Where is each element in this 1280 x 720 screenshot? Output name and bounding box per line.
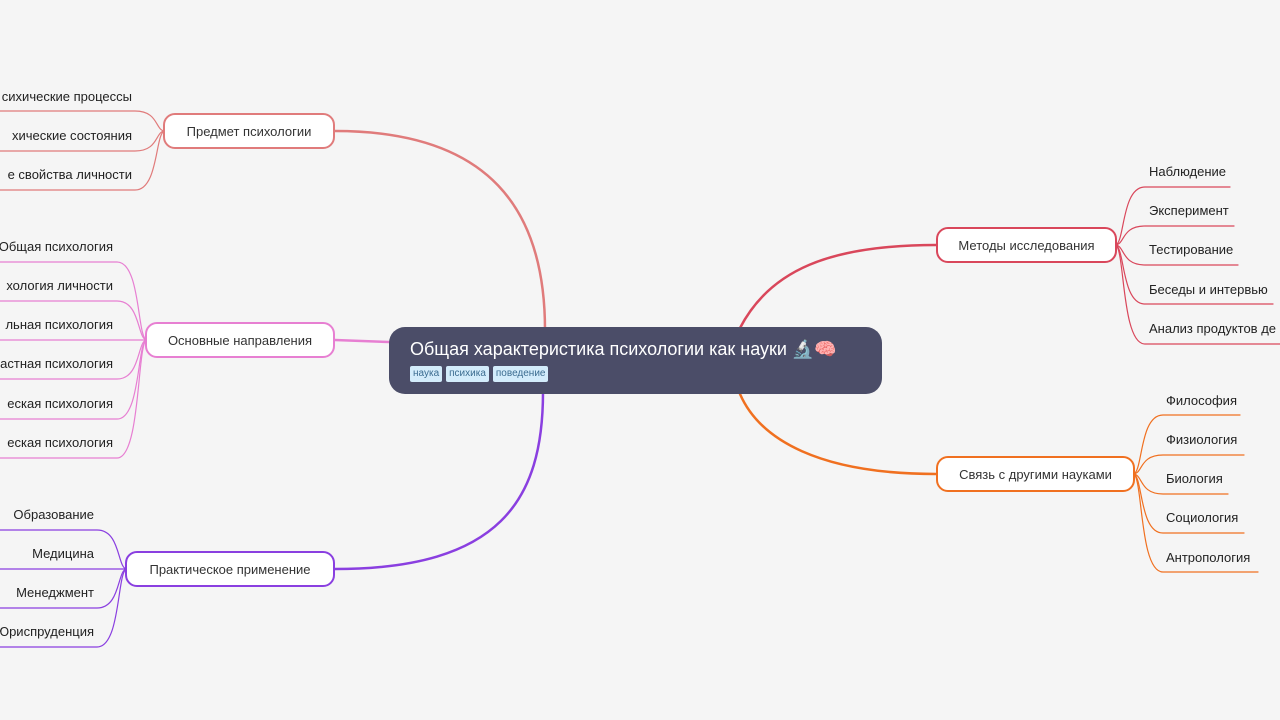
tag-psyche[interactable]: психика [446, 366, 489, 382]
branch-practice[interactable]: Практическое применение [125, 551, 335, 587]
branch-relations[interactable]: Связь с другими науками [936, 456, 1135, 492]
connector-relations-leaf-1 [1132, 414, 1241, 475]
leaf-relations-1[interactable]: Философия [1166, 393, 1237, 408]
leaf-methods-5[interactable]: Анализ продуктов де [1149, 321, 1277, 336]
leaf-directions-6[interactable]: еская психология [7, 435, 113, 450]
connector-directions-leaf-4 [0, 339, 148, 380]
connector-practice-leaf-4 [0, 568, 128, 648]
connector-practice-leaf-3 [0, 568, 128, 609]
branch-methods[interactable]: Методы исследования [936, 227, 1117, 263]
leaf-relations-4[interactable]: Социология [1166, 510, 1239, 525]
leaf-methods-4[interactable]: Беседы и интервью [1149, 282, 1268, 297]
tag-behavior[interactable]: поведение [492, 366, 549, 382]
leaf-directions-2[interactable]: хология личности [6, 278, 113, 293]
leaf-subject-3[interactable]: е свойства личности [7, 167, 132, 182]
connector-methods-leaf-5 [1114, 244, 1280, 345]
connector-methods-leaf-2 [1114, 225, 1235, 246]
leaf-practice-2[interactable]: Медицина [32, 546, 94, 561]
connector-root-directions [333, 338, 391, 344]
connector-root-subject [333, 129, 547, 332]
connector-subject-leaf-1 [0, 110, 166, 132]
leaf-directions-5[interactable]: еская психология [7, 396, 113, 411]
leaf-relations-3[interactable]: Биология [1166, 471, 1223, 486]
connector-methods-leaf-1 [1114, 186, 1231, 246]
leaf-practice-4[interactable]: Юриспруденция [0, 624, 94, 639]
leaf-relations-5[interactable]: Антропология [1166, 550, 1251, 565]
tag-science[interactable]: наука [410, 366, 443, 382]
connector-relations-leaf-3 [1132, 473, 1229, 495]
connector-root-relations [738, 392, 938, 476]
branch-directions[interactable]: Основные направления [145, 322, 335, 358]
leaf-practice-1[interactable]: Образование [13, 507, 94, 522]
connector-subject-leaf-2 [0, 130, 166, 152]
connector-root-methods [738, 243, 938, 330]
leaf-subject-2[interactable]: хические состояния [12, 128, 132, 143]
connector-relations-leaf-2 [1132, 454, 1245, 475]
connector-subject-leaf-3 [0, 130, 166, 191]
connector-root-practice [333, 390, 545, 571]
connector-directions-leaf-1 [0, 261, 148, 341]
branch-relations-label: Связь с другими науками [959, 466, 1112, 482]
root-topic-title: Общая характеристика психологии как наук… [410, 339, 837, 359]
branch-methods-label: Методы исследования [958, 237, 1095, 253]
root-topic[interactable]: Общая характеристика психологии как наук… [389, 327, 882, 394]
branch-directions-label: Основные направления [167, 332, 313, 348]
connector-directions-leaf-6 [0, 339, 148, 459]
leaf-methods-2[interactable]: Эксперимент [1149, 203, 1229, 218]
leaf-methods-3[interactable]: Тестирование [1149, 242, 1234, 257]
leaf-directions-3[interactable]: льная психология [5, 317, 113, 332]
branch-subject[interactable]: Предмет психологии [163, 113, 335, 149]
leaf-relations-2[interactable]: Физиология [1166, 432, 1238, 447]
branch-subject-label: Предмет психологии [186, 123, 312, 139]
leaf-directions-4[interactable]: астная психология [0, 356, 113, 371]
connector-practice-leaf-1 [0, 529, 128, 570]
leaf-practice-3[interactable]: Менеджмент [16, 585, 94, 600]
connector-directions-leaf-2 [0, 300, 148, 341]
connector-relations-leaf-5 [1132, 473, 1259, 573]
branch-practice-label: Практическое применение [149, 561, 311, 577]
leaf-subject-1[interactable]: сихические процессы [1, 89, 132, 104]
leaf-methods-1[interactable]: Наблюдение [1149, 164, 1227, 179]
leaf-directions-1[interactable]: Общая психология [0, 239, 113, 254]
root-topic-tags: наука психика поведение [410, 366, 882, 382]
connector-methods-leaf-3 [1114, 244, 1239, 266]
